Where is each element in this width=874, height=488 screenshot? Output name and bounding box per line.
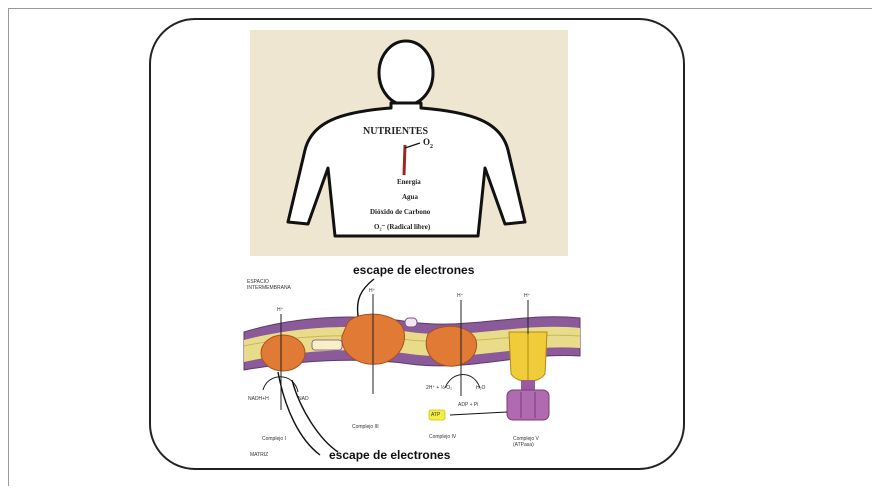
complex-i-label: Complejo I [262,436,286,442]
product-co2: Dióxido de Carbono [370,208,430,216]
nutrients-title: NUTRIENTES [363,126,428,137]
complex-iii-label: Complejo III [352,424,379,430]
matrix-label: MATRIZ [250,452,268,458]
escape-arrow-top [358,279,374,316]
cytochrome-c [405,318,417,327]
escape-label-top: escape de electrones [353,263,474,277]
atp-arrow [450,412,507,415]
complex-iv-label: Complejo IV [429,434,456,440]
escape-label-bottom: escape de electrones [329,448,450,462]
product-water: Agua [402,193,418,201]
complex-v-label: Complejo V (ATPasa) [513,436,539,448]
h2o-label: H₂O [476,385,485,391]
ubiquinone [312,340,342,350]
hplus-label-4: H⁺ [524,293,530,299]
complex-i-protein [261,335,305,371]
escape-arrow-bottom-1 [292,380,338,452]
human-silhouette [288,41,525,236]
atpase [507,332,549,420]
hplus-label-2: H⁺ [369,288,375,294]
o2-label: 2H⁺ + ½ O₂ [426,385,452,391]
oxygen-label: O2 [423,137,433,150]
escape-arrow-bottom-2 [278,372,320,455]
nad-label: NAD [298,396,309,402]
product-radical: O₂⁻ (Radical libre) [374,223,430,231]
nadh-label: NADH+H [248,396,269,402]
atp-label: ATP [431,412,440,418]
red-bar [404,145,405,175]
intermembrane-label: ESPACIO INTERMEMBRANA [247,279,292,291]
hplus-label-1: H⁺ [277,307,283,313]
hplus-label-3: H⁺ [457,293,463,299]
complex-iv-protein [426,326,476,366]
product-energy: Energía [397,178,421,186]
adp-label: ADP + Pi [458,402,478,408]
